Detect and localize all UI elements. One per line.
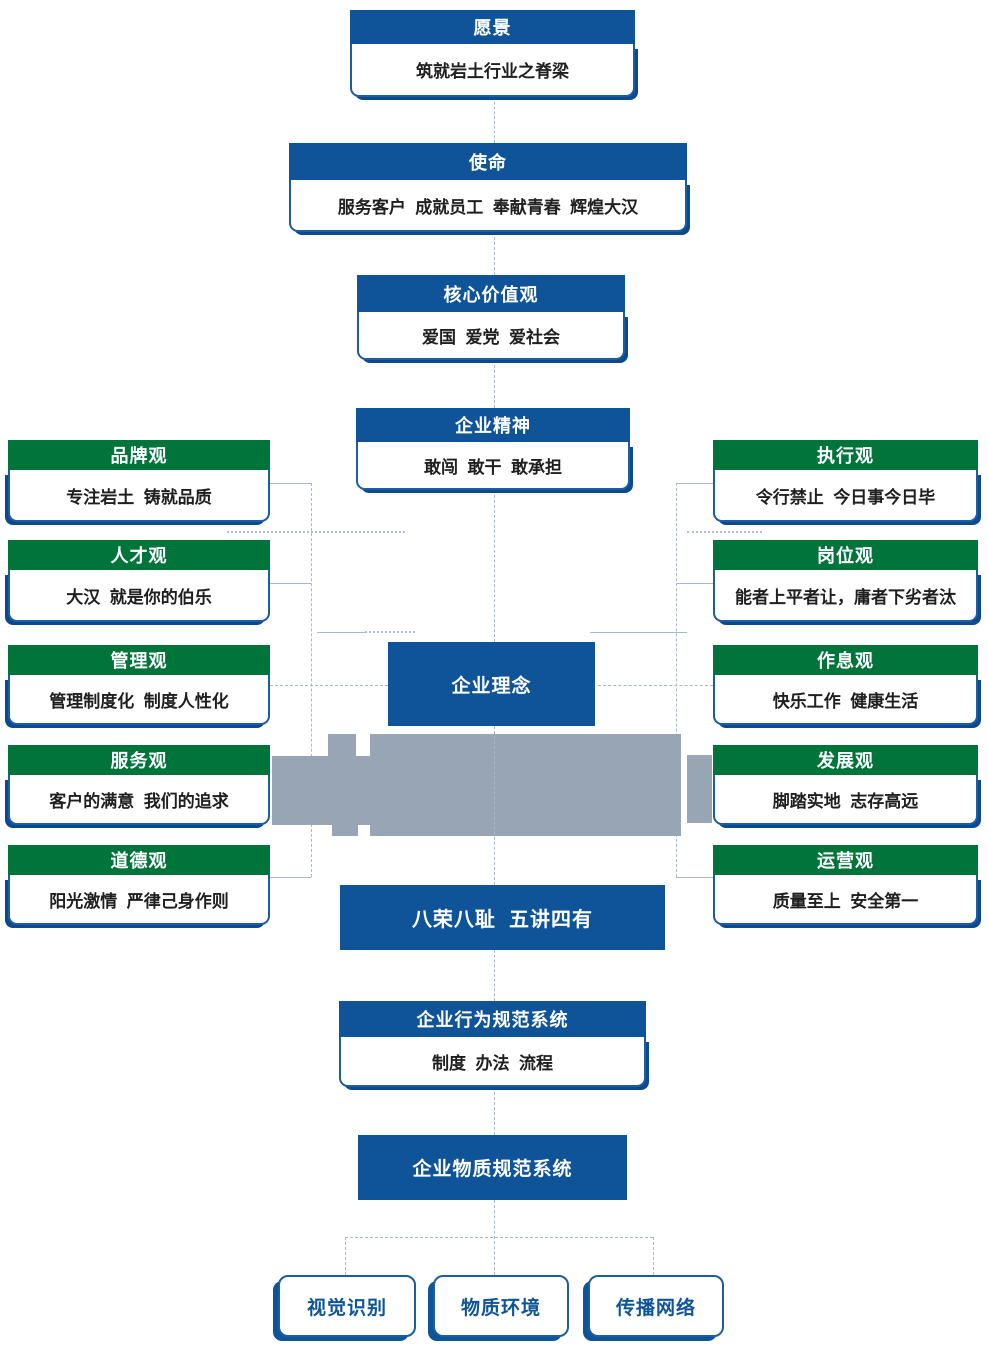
operations-view-box: 运营观 质量至上 安全第一 <box>713 845 978 925</box>
visual-identity-box: 视觉识别 <box>278 1275 416 1337</box>
ethics-view-body: 阳光激情 严律己身作则 <box>8 875 270 925</box>
connector-right-row2 <box>676 583 713 584</box>
worklife-view-box: 作息观 快乐工作 健康生活 <box>713 645 978 725</box>
execution-view-body: 令行禁止 今日事今日毕 <box>713 470 978 522</box>
connector-left-dotted1 <box>227 531 405 533</box>
operations-view-body: 质量至上 安全第一 <box>713 875 978 925</box>
vision-box: 愿景 筑就岩土行业之脊梁 <box>350 10 635 97</box>
position-view-header: 岗位观 <box>713 540 978 570</box>
connector-left-dotted2 <box>365 631 415 633</box>
execution-view-box: 执行观 令行禁止 今日事今日毕 <box>713 440 978 522</box>
connector-left-mid <box>317 632 365 633</box>
connector-left-spine <box>311 483 312 877</box>
connector-right-row3 <box>598 685 713 686</box>
connector-center-v5 <box>494 726 495 885</box>
connector-center-v6 <box>494 950 495 1001</box>
connector-right-row5 <box>676 877 713 878</box>
brand-view-header: 品牌观 <box>8 440 270 470</box>
vision-body: 筑就岩土行业之脊梁 <box>350 44 635 97</box>
talent-view-body: 大汉 就是你的伯乐 <box>8 570 270 622</box>
behavior-system-body: 制度 办法 流程 <box>339 1037 646 1087</box>
spirit-header: 企业精神 <box>356 408 630 442</box>
talent-view-header: 人才观 <box>8 540 270 570</box>
connector-center-v3 <box>494 360 495 408</box>
gray-arrow-shape-center <box>370 734 681 836</box>
gray-arrow-shape-tab-top <box>328 734 356 758</box>
worklife-view-header: 作息观 <box>713 645 978 675</box>
core-values-header: 核心价值观 <box>357 275 625 312</box>
worklife-view-body: 快乐工作 健康生活 <box>713 675 978 725</box>
mission-box: 使命 服务客户 成就员工 奉献青春 辉煌大汉 <box>289 143 687 232</box>
behavior-system-header: 企业行为规范系统 <box>339 1001 646 1037</box>
philosophy-box: 企业理念 <box>388 642 595 726</box>
development-view-body: 脚踏实地 志存高远 <box>713 775 978 825</box>
development-view-box: 发展观 脚踏实地 志存高远 <box>713 745 978 825</box>
service-view-header: 服务观 <box>8 745 270 775</box>
connector-center-v7 <box>494 1087 495 1135</box>
gray-arrow-shape-right-arm <box>687 755 712 823</box>
position-view-body: 能者上平者让，庸者下劣者汰 <box>713 570 978 622</box>
connector-left-row5 <box>270 877 311 878</box>
communication-network-box: 传播网络 <box>588 1275 724 1337</box>
behavior-system-box: 企业行为规范系统 制度 办法 流程 <box>339 1001 646 1087</box>
connector-right-row1 <box>676 483 713 484</box>
ethics-view-box: 道德观 阳光激情 严律己身作则 <box>8 845 270 925</box>
position-view-box: 岗位观 能者上平者让，庸者下劣者汰 <box>713 540 978 622</box>
talent-view-box: 人才观 大汉 就是你的伯乐 <box>8 540 270 622</box>
connector-left-row3 <box>270 685 388 686</box>
core-values-body: 爱国 爱党 爱社会 <box>357 312 625 360</box>
material-environment-box: 物质环境 <box>433 1275 569 1337</box>
mission-body: 服务客户 成就员工 奉献青春 辉煌大汉 <box>289 180 687 232</box>
spirit-body: 敢闯 敢干 敢承担 <box>356 442 630 490</box>
management-view-body: 管理制度化 制度人性化 <box>8 675 270 725</box>
development-view-header: 发展观 <box>713 745 978 775</box>
core-values-box: 核心价值观 爱国 爱党 爱社会 <box>357 275 625 360</box>
ethics-view-header: 道德观 <box>8 845 270 875</box>
connector-center-v4 <box>494 490 495 642</box>
material-system-box: 企业物质规范系统 <box>358 1135 627 1200</box>
brand-view-box: 品牌观 专注岩土 铸就品质 <box>8 440 270 522</box>
mission-header: 使命 <box>289 143 687 180</box>
management-view-box: 管理观 管理制度化 制度人性化 <box>8 645 270 725</box>
connector-center-v1 <box>494 97 495 143</box>
vision-header: 愿景 <box>350 10 635 44</box>
connector-center-v2 <box>494 232 495 275</box>
connector-bottom-h <box>345 1237 653 1238</box>
connector-bottom-v1 <box>345 1237 346 1275</box>
execution-view-header: 执行观 <box>713 440 978 470</box>
service-view-box: 服务观 客户的满意 我们的追求 <box>8 745 270 825</box>
service-view-body: 客户的满意 我们的追求 <box>8 775 270 825</box>
gray-arrow-shape-tab-bottom <box>332 823 358 836</box>
spirit-box: 企业精神 敢闯 敢干 敢承担 <box>356 408 630 490</box>
connector-bottom-v3 <box>653 1237 654 1275</box>
connector-right-spine <box>676 483 677 877</box>
operations-view-header: 运营观 <box>713 845 978 875</box>
connector-right-mid <box>590 632 687 633</box>
connector-left-row1 <box>270 483 311 484</box>
brand-view-body: 专注岩土 铸就品质 <box>8 470 270 522</box>
connector-right-dotted1 <box>687 531 762 533</box>
connector-left-row2 <box>270 583 311 584</box>
slogan-box: 八荣八耻 五讲四有 <box>340 885 665 950</box>
management-view-header: 管理观 <box>8 645 270 675</box>
